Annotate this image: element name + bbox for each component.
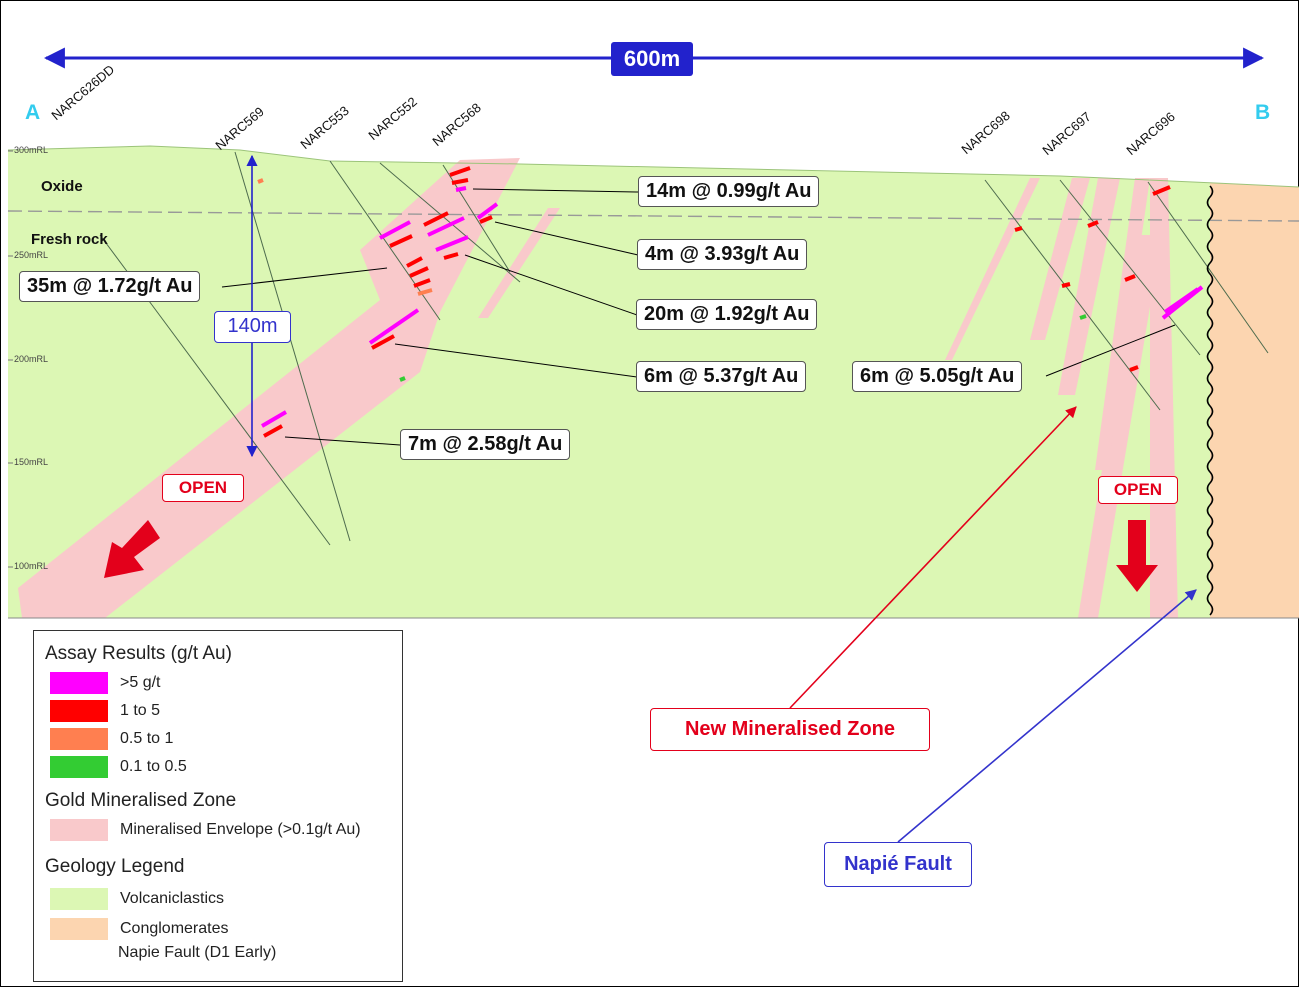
rl-ticks bbox=[8, 150, 13, 568]
section-start-label: A bbox=[25, 101, 41, 124]
intercept-callout: 7m @ 2.58g/t Au bbox=[400, 429, 571, 460]
intercept-callout: 14m @ 0.99g/t Au bbox=[638, 176, 820, 207]
conglomerates-area bbox=[1210, 183, 1299, 618]
intercept-callout: 6m @ 5.37g/t Au bbox=[636, 361, 807, 392]
legend-swatch bbox=[50, 672, 108, 694]
legend-label: >5 g/t bbox=[120, 674, 161, 691]
legend-assay-title: Assay Results (g/t Au) bbox=[45, 643, 232, 664]
legend-swatch bbox=[50, 819, 108, 841]
intercept-callout: 4m @ 3.93g/t Au bbox=[637, 239, 808, 270]
fresh-rock-label: Fresh rock bbox=[31, 231, 108, 248]
legend: Assay Results (g/t Au) >5 g/t 1 to 5 0.5… bbox=[33, 630, 403, 982]
open-label: OPEN bbox=[1098, 476, 1178, 504]
section-end-label: B bbox=[1255, 101, 1271, 124]
legend-item: Conglomerates bbox=[50, 917, 229, 941]
legend-label: Conglomerates bbox=[120, 920, 229, 937]
legend-geology-title: Geology Legend bbox=[45, 856, 185, 877]
scale-bar-label: 600m bbox=[611, 42, 693, 76]
open-arrow-right bbox=[1116, 520, 1158, 592]
intercept-callout: 6m @ 5.05g/t Au bbox=[852, 361, 1023, 392]
legend-item: >5 g/t bbox=[50, 671, 160, 695]
rl-label: 200mRL bbox=[14, 354, 49, 364]
legend-item: 1 to 5 bbox=[50, 699, 160, 723]
legend-zone-title: Gold Mineralised Zone bbox=[45, 790, 237, 811]
legend-item: Volcaniclastics bbox=[50, 887, 224, 911]
topography bbox=[7, 145, 1300, 188]
napie-fault-label: Napié Fault bbox=[824, 842, 972, 887]
intercept-callout: 20m @ 1.92g/t Au bbox=[636, 299, 818, 330]
legend-item: Napie Fault (D1 Early) bbox=[118, 941, 276, 965]
legend-label: Volcaniclastics bbox=[120, 890, 225, 907]
legend-item: 0.1 to 0.5 bbox=[50, 755, 187, 779]
legend-label: 0.5 to 1 bbox=[120, 730, 174, 747]
napie-fault-line bbox=[1206, 185, 1214, 616]
trace-narc697 bbox=[1059, 179, 1201, 356]
trace-narc626dd bbox=[151, 304, 331, 546]
legend-item: Mineralised Envelope (>0.1g/t Au) bbox=[50, 818, 361, 842]
new-zone-arrow bbox=[789, 406, 1077, 709]
legend-swatch bbox=[50, 918, 108, 940]
rl-label: 300mRL bbox=[14, 145, 49, 155]
volcaniclastics-area bbox=[8, 146, 1215, 618]
legend-swatch bbox=[50, 888, 108, 910]
legend-label: 1 to 5 bbox=[120, 702, 161, 719]
legend-label: Napie Fault (D1 Early) bbox=[118, 944, 277, 961]
rl-label: 150mRL bbox=[14, 457, 49, 467]
depth-label: 140m bbox=[214, 311, 291, 343]
new-mineralised-zone-label: New Mineralised Zone bbox=[650, 708, 930, 751]
open-label: OPEN bbox=[162, 474, 244, 502]
legend-swatch bbox=[50, 728, 108, 750]
legend-label: Mineralised Envelope (>0.1g/t Au) bbox=[120, 821, 361, 838]
legend-swatch bbox=[50, 700, 108, 722]
oxide-boundary bbox=[7, 210, 1300, 222]
legend-swatch bbox=[50, 756, 108, 778]
oxide-label: Oxide bbox=[41, 178, 83, 195]
legend-item: 0.5 to 1 bbox=[50, 727, 173, 751]
rl-label: 100mRL bbox=[14, 561, 49, 571]
assay-bars bbox=[257, 166, 1204, 438]
legend-label: 0.1 to 0.5 bbox=[120, 758, 187, 775]
intercept-callout: 35m @ 1.72g/t Au bbox=[19, 271, 201, 302]
mineralised-envelopes bbox=[18, 158, 1178, 618]
rl-label: 250mRL bbox=[14, 250, 49, 260]
fault-arrow bbox=[897, 589, 1197, 843]
open-arrow-left bbox=[104, 520, 160, 578]
